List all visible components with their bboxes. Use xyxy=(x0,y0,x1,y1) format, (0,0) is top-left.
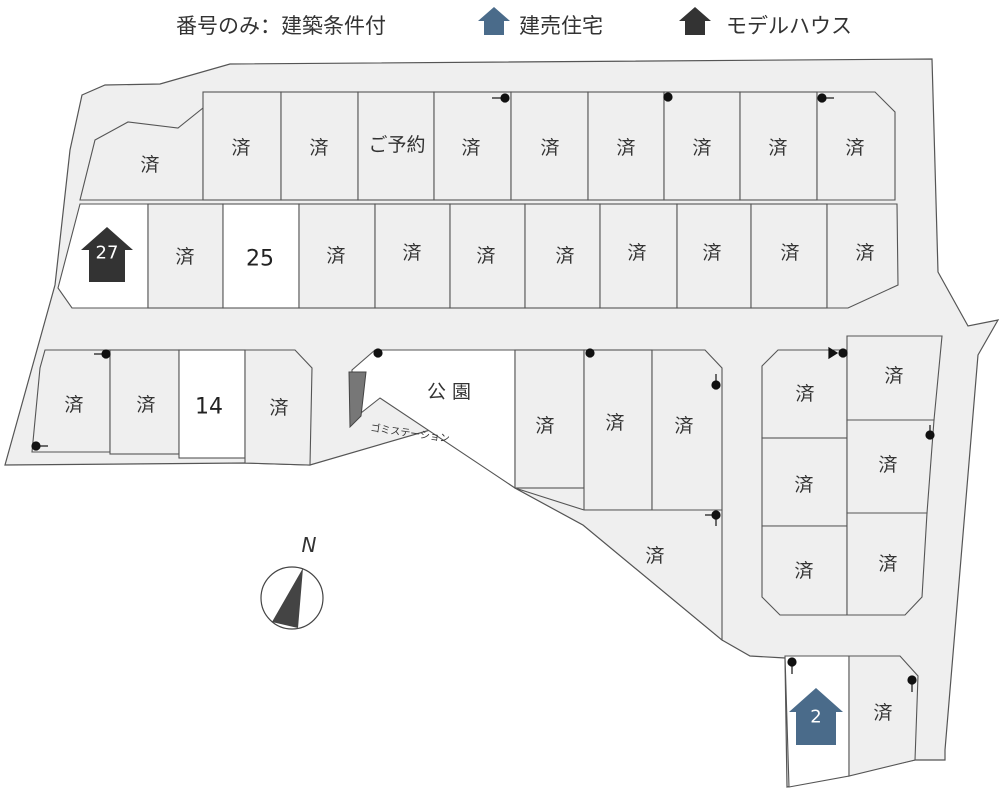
lot[interactable] xyxy=(750,203,828,309)
lot-label: 済 xyxy=(309,137,328,159)
lot[interactable] xyxy=(280,91,359,201)
lot[interactable] xyxy=(449,203,526,309)
top-row-lots xyxy=(79,91,896,201)
lot[interactable] xyxy=(761,525,848,616)
lot-label: 済 xyxy=(794,560,813,582)
lot-label: 済 xyxy=(136,394,155,416)
right-block-lots xyxy=(761,335,943,616)
compass-label: N xyxy=(302,533,317,557)
lot-label: 済 xyxy=(873,702,892,724)
lot-label: 済 xyxy=(326,245,345,267)
compass: N xyxy=(260,533,324,630)
second-row-lots xyxy=(57,203,899,309)
lot[interactable] xyxy=(109,349,180,455)
legend: 番号のみ：建築条件付 建売住宅 モデルハウス xyxy=(0,4,1000,38)
lot-label: ご予約 xyxy=(368,134,425,156)
lot[interactable] xyxy=(848,655,919,777)
lot-label: 済 xyxy=(794,474,813,496)
lot[interactable] xyxy=(514,487,723,642)
lot[interactable] xyxy=(357,91,435,201)
left-block-lots xyxy=(31,349,313,466)
lot-label: 済 xyxy=(845,137,864,159)
lot-label: 済 xyxy=(540,137,559,159)
legend-for-sale-house: 建売住宅 xyxy=(519,14,603,38)
model-house-icon xyxy=(81,227,133,282)
lot-label: 済 xyxy=(855,242,874,264)
lot[interactable] xyxy=(374,203,451,309)
lot-label: 済 xyxy=(269,397,288,419)
lot-label: 済 xyxy=(702,242,721,264)
lot-label: 済 xyxy=(645,545,664,567)
north-arrow-icon xyxy=(272,568,303,628)
lot-label: 済 xyxy=(64,394,83,416)
park-label: 公 園 xyxy=(427,381,471,403)
lot-number: 14 xyxy=(195,395,223,420)
garbage-station xyxy=(348,371,367,429)
lot[interactable] xyxy=(178,349,246,459)
lot[interactable] xyxy=(244,349,313,466)
lot[interactable] xyxy=(587,91,665,201)
lot-label: 済 xyxy=(555,245,574,267)
lot-label: 済 xyxy=(140,154,159,176)
lot-number: 2 xyxy=(810,707,821,728)
lot[interactable] xyxy=(222,203,300,309)
lot[interactable] xyxy=(739,91,818,201)
lot-number: 27 xyxy=(96,243,119,264)
lot-label: 済 xyxy=(605,412,624,434)
lot-label: 済 xyxy=(768,137,787,159)
lot[interactable] xyxy=(147,203,224,309)
lot-label: 済 xyxy=(461,137,480,159)
lot[interactable] xyxy=(524,203,601,309)
lot-label: 済 xyxy=(402,242,421,264)
lot-label: 済 xyxy=(231,137,250,159)
lot-label: 済 xyxy=(175,246,194,268)
legend-model-house: モデルハウス xyxy=(726,14,852,38)
lot-label: 済 xyxy=(884,365,903,387)
legend-note: 番号のみ：建築条件付 xyxy=(176,14,386,38)
lot[interactable] xyxy=(676,203,752,309)
for-sale-house-icon xyxy=(478,7,510,35)
lot-label: 済 xyxy=(878,454,897,476)
center-block-lots xyxy=(514,349,723,642)
lot-number: 25 xyxy=(246,247,274,272)
lot[interactable] xyxy=(31,349,111,453)
lot-label: 済 xyxy=(692,137,711,159)
lot[interactable] xyxy=(761,437,848,527)
lot[interactable] xyxy=(298,203,376,309)
lot[interactable] xyxy=(202,91,282,201)
model-house-icon xyxy=(679,7,711,35)
utility-markers xyxy=(31,92,935,692)
lot[interactable] xyxy=(599,203,678,309)
lot-label: 済 xyxy=(878,553,897,575)
lot[interactable] xyxy=(816,91,896,201)
lot-label: 済 xyxy=(616,137,635,159)
lot[interactable] xyxy=(826,203,899,309)
lot-label: 済 xyxy=(535,415,554,437)
lot[interactable] xyxy=(651,349,723,511)
lot[interactable] xyxy=(663,91,741,201)
lot-label: 済 xyxy=(476,245,495,267)
lot-label: 済 xyxy=(795,383,814,405)
lot-label: 済 xyxy=(780,242,799,264)
lot-labels: 済 済 済 ご予約 済 済 済 済 済 済 27 済 25 済 済 済 済 済 … xyxy=(64,134,903,728)
lot-label: 済 xyxy=(627,242,646,264)
for-sale-house-icon xyxy=(789,688,843,745)
lot[interactable] xyxy=(846,512,928,616)
lot-label: 済 xyxy=(674,415,693,437)
